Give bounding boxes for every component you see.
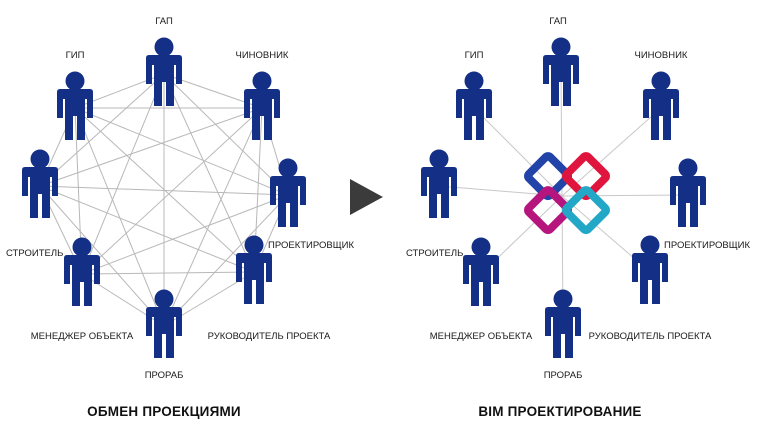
full-mesh-connections <box>39 73 289 327</box>
mesh-link <box>74 107 165 327</box>
play-arrow-icon <box>350 179 383 215</box>
role-label-designer: ПРОЕКТИРОВЩИК <box>268 240 354 251</box>
person-icon-object-manager <box>463 237 499 306</box>
person-icon-foreman <box>545 289 581 358</box>
mesh-link <box>163 73 255 273</box>
mesh-link <box>74 107 255 273</box>
spoke-link-gap <box>560 73 563 197</box>
role-label-project-manager: РУКОВОДИТЕЛЬ ПРОЕКТА <box>589 331 712 342</box>
caption-projection-exchange: ОБМЕН ПРОЕКЦИЯМИ <box>87 404 241 419</box>
role-label-foreman: ПРОРАБ <box>145 370 184 381</box>
person-icon-official <box>244 71 280 140</box>
person-icon-project-manager <box>632 235 668 304</box>
mesh-link <box>163 73 289 196</box>
mesh-link <box>74 107 289 196</box>
bim-ifc-logo-icon <box>524 152 610 235</box>
role-label-designer: ПРОЕКТИРОВЩИК <box>664 240 750 251</box>
person-icon-builder <box>22 149 58 218</box>
mesh-link <box>163 194 289 327</box>
role-label-gap: ГАП <box>549 16 567 27</box>
caption-bim-design: BIM ПРОЕКТИРОВАНИЕ <box>478 404 641 419</box>
person-icon-designer <box>270 158 306 227</box>
mesh-link <box>39 185 165 327</box>
person-icon-builder <box>421 149 457 218</box>
role-label-object-manager: МЕНЕДЖЕР ОБЪЕКТА <box>31 331 134 342</box>
person-icon-gip <box>57 71 93 140</box>
mesh-link <box>81 73 165 275</box>
role-label-gip: ГИП <box>465 50 484 61</box>
spoke-link-official <box>561 107 662 197</box>
role-label-foreman: ПРОРАБ <box>544 370 583 381</box>
role-label-official: ЧИНОВНИК <box>236 50 289 61</box>
role-label-gap: ГАП <box>155 16 173 27</box>
mesh-link <box>39 185 255 273</box>
role-label-official: ЧИНОВНИК <box>635 50 688 61</box>
person-icon-official <box>643 71 679 140</box>
role-label-object-manager: МЕНЕДЖЕР ОБЪЕКТА <box>430 331 533 342</box>
left-role-labels: ГАП ГИП ЧИНОВНИК СТРОИТЕЛЬ ПРОЕКТИРОВЩИК… <box>6 16 354 381</box>
role-label-project-manager: РУКОВОДИТЕЛЬ ПРОЕКТА <box>208 331 331 342</box>
role-label-builder: СТРОИТЕЛЬ <box>406 248 463 259</box>
mesh-link <box>39 73 165 187</box>
role-label-builder: СТРОИТЕЛЬ <box>6 248 63 259</box>
person-icon-foreman <box>146 289 182 358</box>
spoke-link-gip <box>473 107 563 197</box>
person-icon-designer <box>670 158 706 227</box>
right-role-labels: ГАП ГИП ЧИНОВНИК СТРОИТЕЛЬ ПРОЕКТИРОВЩИК… <box>406 16 750 381</box>
mesh-link <box>163 107 263 327</box>
mesh-link <box>39 185 289 196</box>
person-icon-gip <box>456 71 492 140</box>
mesh-link <box>81 271 255 275</box>
person-icon-project-manager <box>236 235 272 304</box>
mesh-link <box>81 194 289 275</box>
role-label-gip: ГИП <box>66 50 85 61</box>
mesh-link <box>39 107 263 187</box>
